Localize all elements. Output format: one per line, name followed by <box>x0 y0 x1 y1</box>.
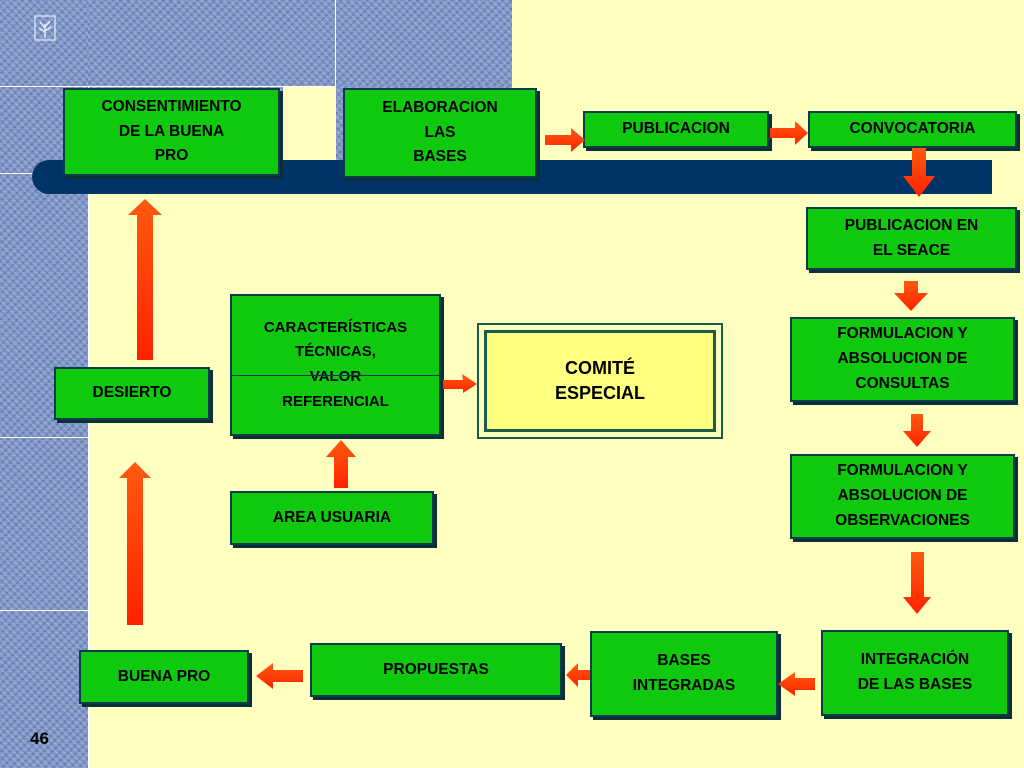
arrow-left-icon <box>256 663 303 689</box>
arrow-right-icon <box>770 121 808 145</box>
arrow-down-icon <box>903 552 931 614</box>
convocatoria-box: CONVOCATORIA <box>808 111 1017 148</box>
bases-integradas-box: BASES INTEGRADAS <box>590 631 778 717</box>
arrow-left-icon <box>778 672 815 696</box>
comite-especial-box: COMITÉ ESPECIAL <box>477 323 723 439</box>
desierto-box: DESIERTO <box>54 367 210 420</box>
arrow-down-icon <box>903 414 931 447</box>
publicacion-box: PUBLICACION <box>583 111 769 148</box>
arrow-right-icon <box>443 374 477 393</box>
caracteristicas-divider <box>232 375 439 376</box>
arrow-down-icon <box>903 148 935 197</box>
texture-seam <box>0 86 336 87</box>
comite-especial-label: COMITÉ ESPECIAL <box>484 330 716 432</box>
texture-seam <box>335 0 336 86</box>
consentimiento-box: CONSENTIMIENTO DE LA BUENA PRO <box>63 88 280 176</box>
propuestas-box: PROPUESTAS <box>310 643 562 697</box>
area-usuaria-box: AREA USUARIA <box>230 491 434 545</box>
textured-top-band <box>88 0 512 86</box>
arrow-left-icon <box>566 663 590 687</box>
arrow-right-icon <box>545 128 585 152</box>
publicacion-seace-box: PUBLICACION EN EL SEACE <box>806 207 1017 270</box>
texture-seam <box>0 437 88 438</box>
texture-seam <box>88 86 89 768</box>
page-number: 46 <box>30 729 49 748</box>
buena-pro-box: BUENA PRO <box>79 650 249 704</box>
tree-logo-icon <box>34 15 56 46</box>
integracion-bases-box: INTEGRACIÓN DE LAS BASES <box>821 630 1009 716</box>
arrow-down-icon <box>894 281 928 311</box>
texture-seam <box>0 610 88 611</box>
absolucion-consultas-box: FORMULACION Y ABSOLUCION DE CONSULTAS <box>790 317 1015 402</box>
caracteristicas-tecnicas-box: CARACTERÍSTICAS TÉCNICAS, VALOR REFERENC… <box>230 294 441 436</box>
elaboracion-bases-box: ELABORACION LAS BASES <box>343 88 537 178</box>
absolucion-observaciones-box: FORMULACION Y ABSOLUCION DE OBSERVACIONE… <box>790 454 1015 539</box>
arrow-up-icon <box>128 199 162 360</box>
arrow-up-icon <box>326 440 356 488</box>
arrow-up-icon <box>119 462 151 625</box>
